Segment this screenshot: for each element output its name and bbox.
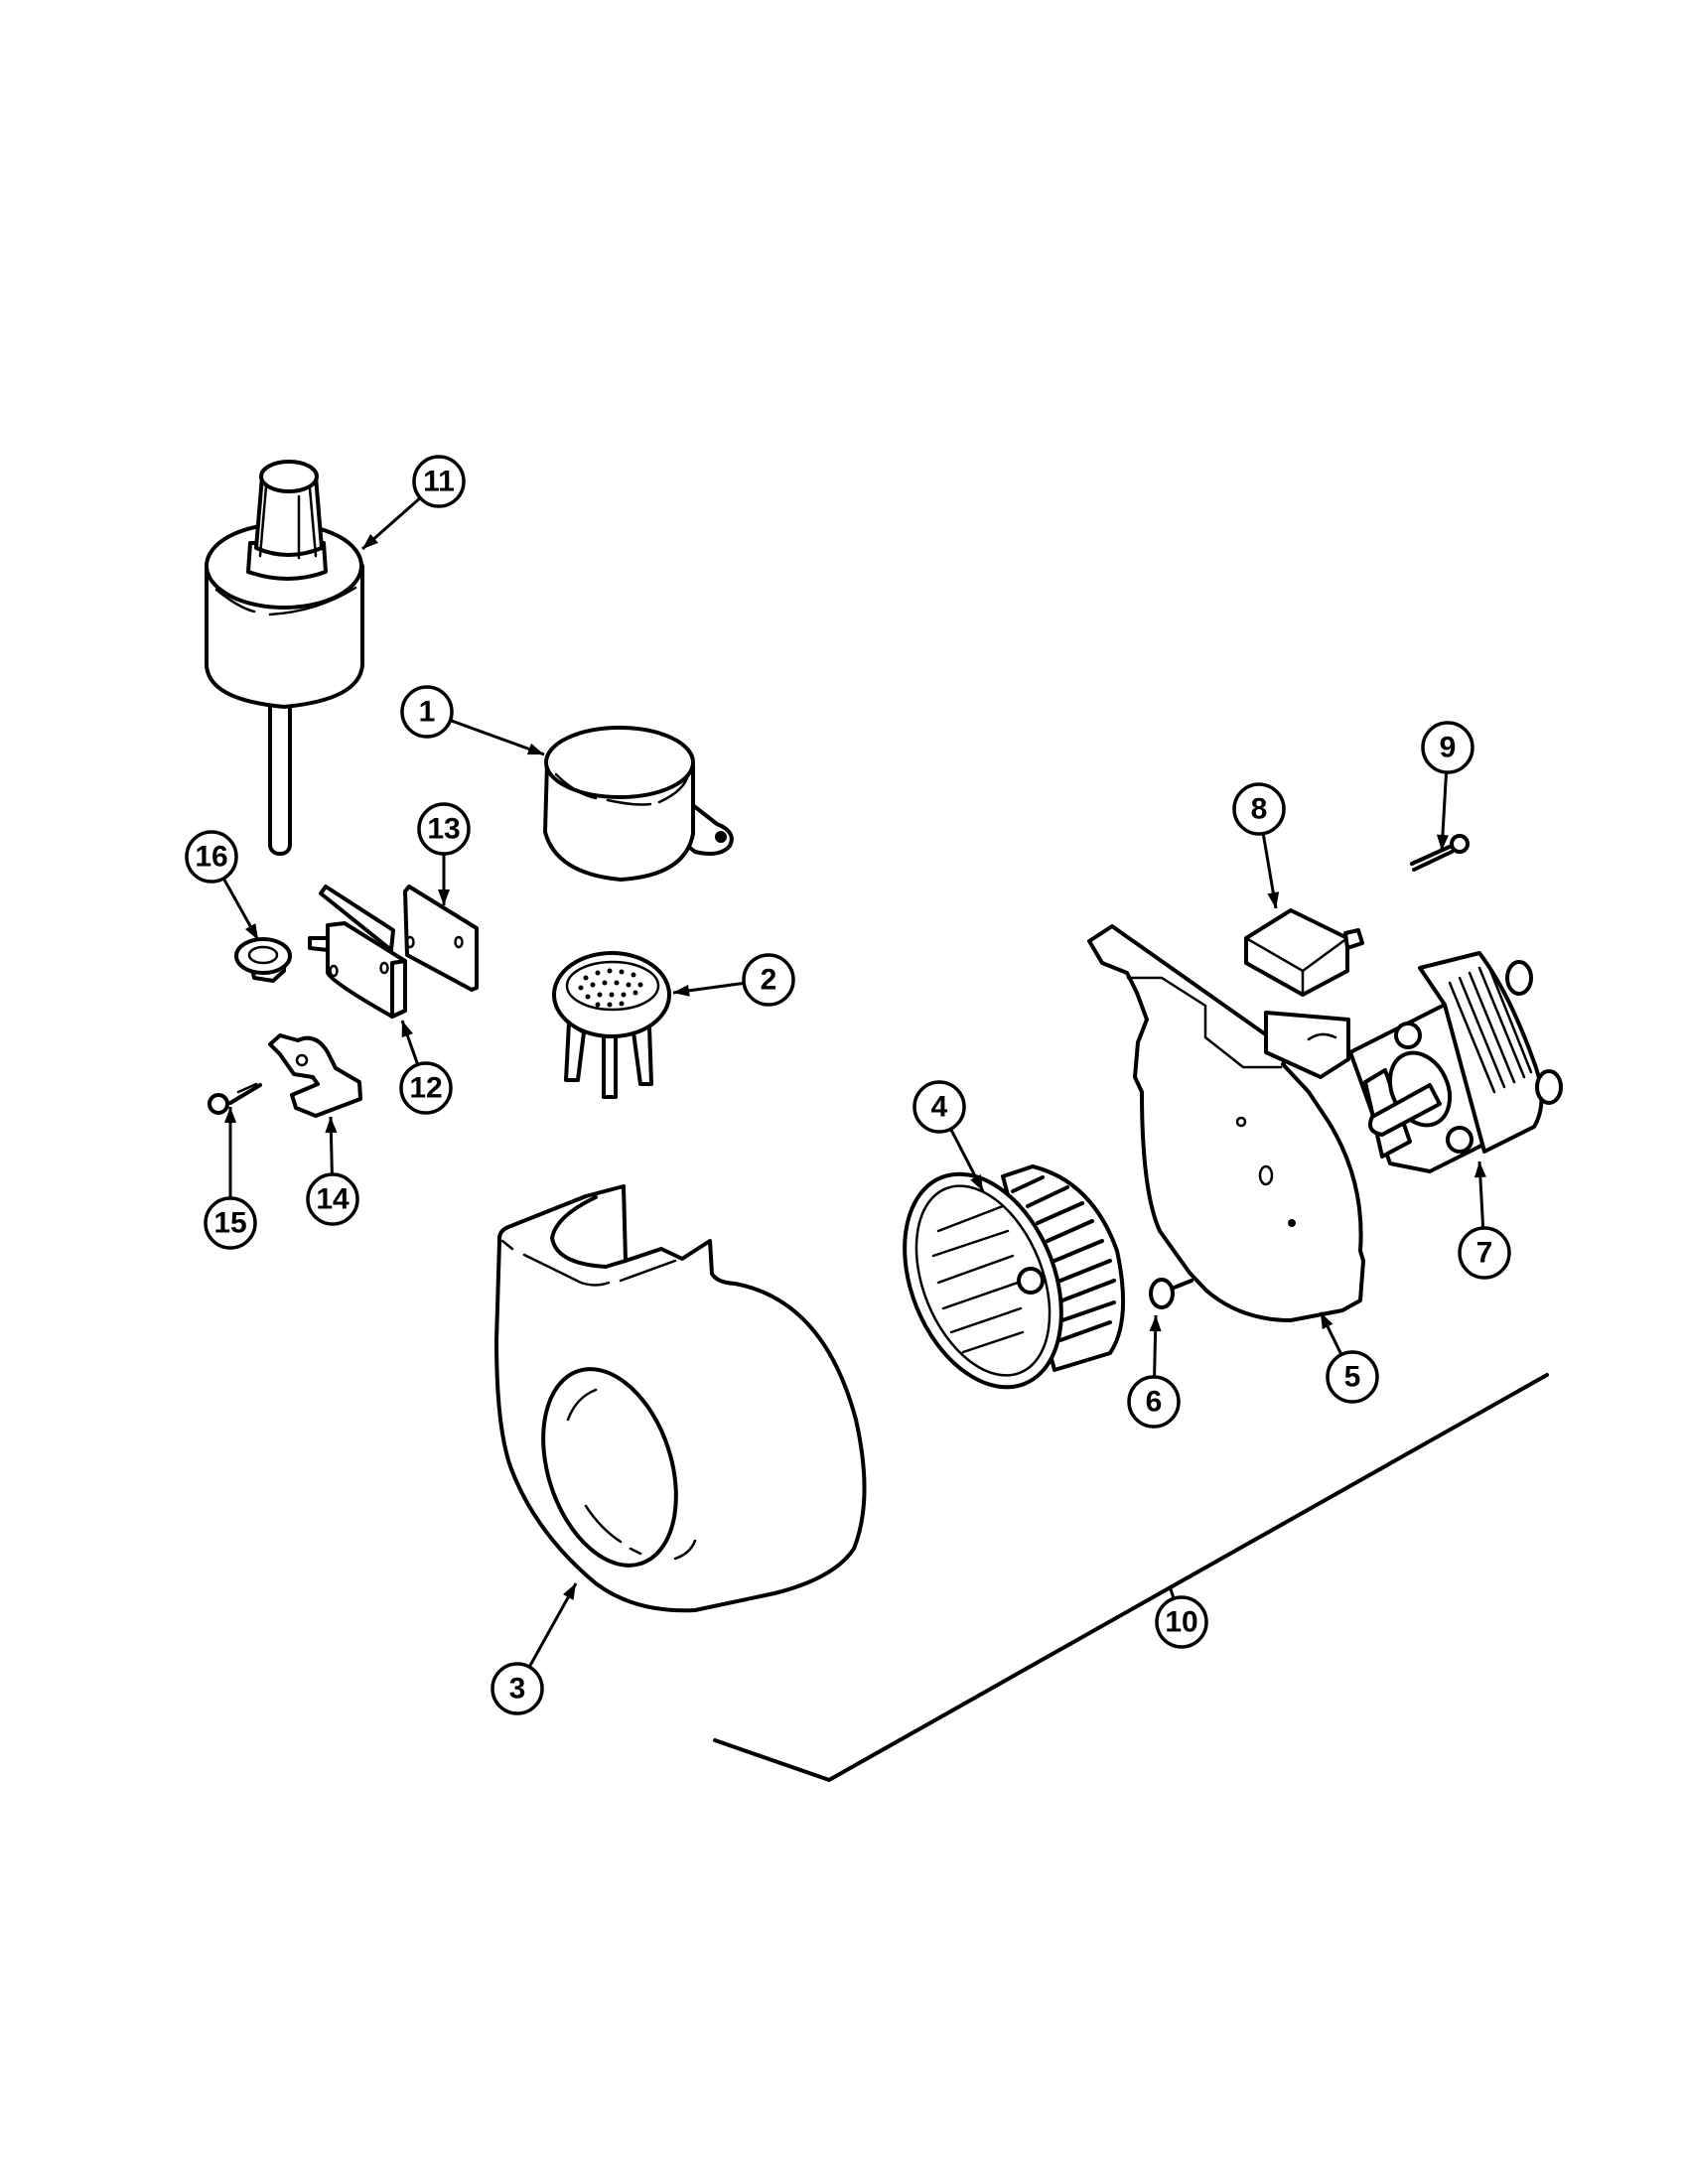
callout-circle[interactable] <box>1421 721 1474 774</box>
arrowhead-icon <box>438 889 450 905</box>
arrowhead-icon <box>1474 1161 1486 1178</box>
part-blower-housing <box>494 1184 867 1613</box>
arrowhead-icon <box>362 533 378 549</box>
callout-circle[interactable] <box>1232 782 1286 836</box>
callout-13[interactable]: 13 <box>417 802 471 905</box>
callout-6[interactable]: 6 <box>1127 1314 1181 1429</box>
leader-line <box>449 719 545 756</box>
arrowhead-icon <box>1436 834 1449 851</box>
callout-circle[interactable] <box>417 802 471 856</box>
part-cylinder <box>543 726 734 882</box>
callout-9[interactable]: 9 <box>1421 721 1474 852</box>
callout-label: 1 <box>419 696 436 729</box>
arrowhead-icon <box>1267 891 1280 908</box>
callout-label: 9 <box>1440 732 1457 764</box>
callout-14[interactable]: 14 <box>306 1116 359 1226</box>
arrowhead-icon <box>562 1583 576 1600</box>
callout-label: 8 <box>1251 793 1268 826</box>
arrowhead-icon <box>1321 1312 1333 1330</box>
callout-label: 3 <box>509 1673 526 1706</box>
callout-circle[interactable] <box>912 1080 966 1134</box>
leader-line <box>1168 1585 1176 1599</box>
part-base-panel <box>713 1373 1549 1782</box>
callout-circle[interactable] <box>1326 1350 1379 1404</box>
callout-7[interactable]: 7 <box>1458 1160 1511 1280</box>
callout-label: 15 <box>213 1207 246 1240</box>
callout-label: 11 <box>423 466 455 498</box>
leader-line <box>527 1582 578 1668</box>
callout-label: 2 <box>761 964 777 997</box>
callout-1[interactable]: 1 <box>400 685 545 756</box>
arrowhead-icon <box>325 1117 338 1134</box>
callout-circle[interactable] <box>185 830 238 884</box>
callout-circle[interactable] <box>400 685 454 739</box>
part-motor-plate <box>1087 924 1365 1322</box>
arrowhead-icon <box>401 1021 413 1038</box>
callout-3[interactable]: 3 <box>491 1582 578 1715</box>
callout-label: 5 <box>1344 1361 1361 1394</box>
part-screw-9 <box>1410 834 1470 872</box>
callout-circle[interactable] <box>1155 1595 1208 1649</box>
callout-15[interactable]: 15 <box>204 1107 257 1250</box>
callout-5[interactable]: 5 <box>1319 1311 1379 1404</box>
callout-label: 12 <box>409 1072 442 1105</box>
arrowhead-icon <box>224 1107 236 1123</box>
part-insulator-plate <box>403 885 479 992</box>
arrowhead-icon <box>970 1174 983 1191</box>
callout-label: 14 <box>316 1183 350 1216</box>
arrowhead-icon <box>526 743 544 755</box>
callout-circle[interactable] <box>306 1172 359 1226</box>
callout-12[interactable]: 12 <box>399 1020 453 1115</box>
callout-circle[interactable] <box>491 1662 544 1715</box>
part-relay <box>1244 908 1364 1079</box>
callout-label: 7 <box>1476 1237 1493 1270</box>
callout-circle[interactable] <box>1127 1375 1181 1429</box>
arrowhead-icon <box>673 984 690 997</box>
callout-10[interactable]: 10 <box>1155 1585 1208 1649</box>
part-screw-6 <box>1149 1278 1193 1309</box>
callout-label: 16 <box>195 841 227 874</box>
callout-16[interactable]: 16 <box>185 830 260 941</box>
callout-11[interactable]: 11 <box>361 455 466 551</box>
callout-circle[interactable] <box>742 953 795 1007</box>
part-knob <box>205 460 364 856</box>
callout-2[interactable]: 2 <box>672 953 795 1007</box>
part-sensor <box>552 951 671 1099</box>
callout-label: 10 <box>1165 1606 1197 1639</box>
part-screw-15 <box>208 1082 262 1115</box>
callout-circle[interactable] <box>204 1196 257 1250</box>
part-blower-wheel <box>903 1164 1126 1390</box>
callout-circle[interactable] <box>1458 1226 1511 1280</box>
part-motor <box>1348 951 1563 1173</box>
part-bracket <box>268 1033 362 1118</box>
part-nut <box>234 937 292 983</box>
callout-label: 4 <box>931 1091 948 1124</box>
callout-label: 13 <box>427 813 460 846</box>
callout-circle[interactable] <box>399 1061 453 1115</box>
arrowhead-icon <box>244 923 258 940</box>
arrowhead-icon <box>1149 1315 1162 1332</box>
callout-circle[interactable] <box>412 455 466 508</box>
callout-4[interactable]: 4 <box>912 1080 985 1192</box>
part-micro-switch <box>308 885 407 1019</box>
callout-label: 6 <box>1146 1386 1163 1419</box>
callout-8[interactable]: 8 <box>1232 782 1286 909</box>
